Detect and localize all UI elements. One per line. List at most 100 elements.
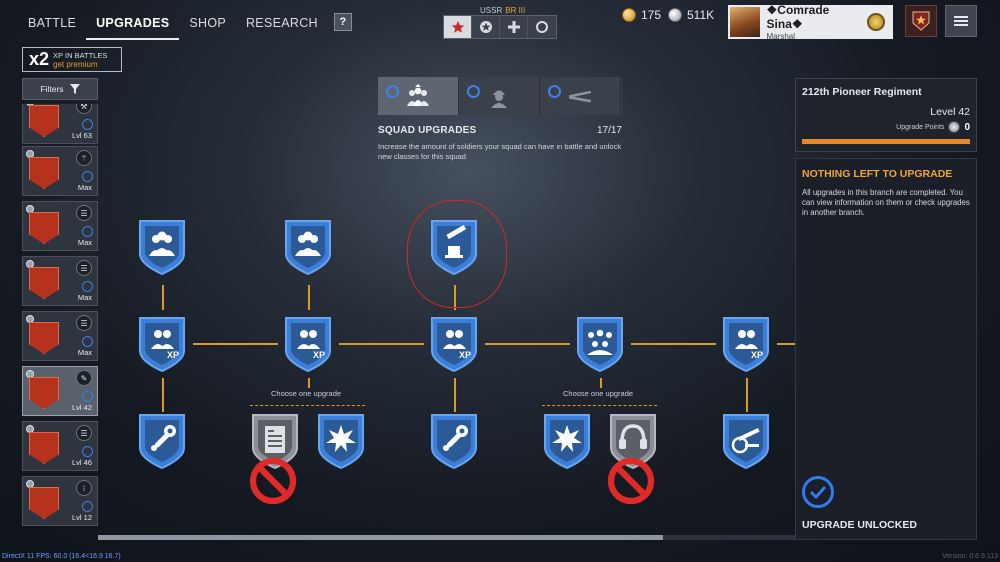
nothing-left-description: All upgrades in this branch are complete… [802, 188, 970, 217]
nothing-left-title: NOTHING LEFT TO UPGRADE [802, 168, 953, 180]
choose-one-label: Choose one upgrade [271, 389, 342, 398]
squad-badge-icon [29, 105, 59, 137]
squad-card[interactable]: ☰ Max [22, 256, 98, 306]
squad-level: Max [77, 348, 92, 357]
silver-currency[interactable]: 511K [668, 8, 714, 22]
squad-type-icon [26, 425, 34, 433]
check-circle-icon [82, 446, 93, 457]
squad-badge-icon [29, 212, 59, 244]
squad-level: Max [77, 238, 92, 247]
premium-line: XP IN BATTLES [53, 50, 108, 60]
star-circle-icon [479, 21, 492, 33]
ring-icon [536, 21, 548, 33]
get-premium-link[interactable]: get premium [53, 59, 98, 69]
profile-card[interactable]: ❖Comrade Sina❖ Marshal [728, 3, 893, 41]
branch-count: 17/17 [596, 125, 622, 136]
svg-text:XP: XP [167, 350, 179, 360]
squad-size-upgrade-icon[interactable] [283, 218, 333, 276]
svg-text:XP: XP [459, 350, 471, 360]
nav-shop[interactable]: SHOP [189, 16, 226, 30]
help-button[interactable]: ? [333, 13, 352, 31]
nav-research[interactable]: RESEARCH [245, 16, 318, 30]
nav-upgrades[interactable]: UPGRADES [86, 10, 180, 40]
squad-card[interactable]: ⚚Max [22, 146, 98, 196]
upgrade-tree: Choose one upgrade Choose one upgrade XP… [98, 190, 795, 540]
check-circle-icon [82, 501, 93, 512]
tab-infantry[interactable] [444, 16, 472, 38]
squad-badge-icon [29, 487, 59, 519]
red-star-icon [451, 21, 464, 33]
squad-class-icon: ⁝ [76, 480, 92, 496]
check-circle-icon [82, 171, 93, 182]
squad-type-icon [26, 480, 34, 488]
upgrade-points: Upgrade Points 0 [850, 121, 970, 133]
branch-tab-equipment[interactable] [540, 77, 621, 115]
squad-card[interactable]: ☰Max [22, 311, 98, 361]
squad-xp-upgrade-icon[interactable]: XP [137, 315, 187, 373]
squad-card[interactable]: ✎Lvl 42 [22, 366, 98, 416]
squad-crowd-upgrade-icon[interactable] [575, 315, 625, 373]
squad-type-icon [26, 370, 34, 378]
explosive-upgrade-icon[interactable] [316, 412, 366, 470]
engineer-class-upgrade-icon[interactable] [137, 412, 187, 470]
squad-level: Max [77, 293, 92, 302]
squad-type-icon [26, 315, 34, 323]
menu-button[interactable] [945, 5, 977, 37]
branch-tab-squad[interactable] [378, 77, 459, 115]
branch-description: Increase the amount of soldiers your squ… [378, 142, 622, 161]
squad-level: Max [77, 183, 92, 192]
level-progress-fill [802, 139, 970, 144]
tab-tanks[interactable] [472, 16, 500, 38]
rank-medal-icon [867, 13, 885, 31]
squad-card[interactable]: ⚒Lvl 63 [22, 104, 98, 144]
cross-icon [507, 21, 520, 33]
regiment-name: 212th Pioneer Regiment [802, 86, 922, 98]
explosive-upgrade-icon[interactable] [542, 412, 592, 470]
silver-amount: 511K [687, 8, 715, 22]
engineer-class-upgrade-icon[interactable] [429, 412, 479, 470]
emblem-button[interactable] [905, 5, 937, 37]
battle-rating: BR III [505, 6, 526, 15]
squad-class-icon: ⚒ [76, 104, 92, 114]
avatar [730, 7, 760, 37]
mortar-class-upgrade-icon[interactable] [429, 218, 479, 276]
radio-headset-upgrade-icon[interactable] [606, 412, 658, 505]
squad-badge-icon [29, 157, 59, 189]
not-selected-icon [606, 452, 655, 505]
branch-tab-soldier[interactable] [459, 77, 540, 115]
upgrade-unlocked-label: UPGRADE UNLOCKED [802, 519, 917, 531]
squad-class-icon: ✎ [76, 370, 92, 386]
gold-currency[interactable]: 175 [622, 8, 661, 22]
class-tabs [443, 15, 557, 39]
profile-name: ❖Comrade Sina❖ [766, 3, 830, 31]
squad-class-icon: ☰ [76, 425, 92, 441]
nation-name: USSR [480, 6, 503, 15]
squad-xp-upgrade-icon[interactable]: XP [283, 315, 333, 373]
filters-button[interactable]: Filters [22, 78, 98, 100]
squad-card[interactable]: ⁝Lvl 12 [22, 476, 98, 526]
tree-scrollbar-thumb[interactable] [98, 535, 663, 540]
artillery-upgrade-icon[interactable] [721, 412, 771, 470]
squad-xp-upgrade-icon[interactable]: XP [429, 315, 479, 373]
tab-other[interactable] [528, 16, 556, 38]
highlight-annotation [407, 200, 507, 308]
squad-class-icon: ☰ [76, 260, 92, 276]
squad-type-icon [26, 150, 34, 158]
upgrade-point-icon [948, 121, 961, 133]
squad-card[interactable]: ☰Max [22, 201, 98, 251]
radio-operator-upgrade-icon[interactable] [248, 412, 300, 505]
not-selected-icon [248, 452, 297, 505]
nav-battle[interactable]: BATTLE [28, 16, 77, 30]
squad-badge-icon [29, 432, 59, 464]
tab-aircraft[interactable] [500, 16, 528, 38]
premium-banner[interactable]: x2 XP IN BATTLES get premium [22, 47, 122, 72]
xp-multiplier: x2 [29, 49, 50, 69]
squad-type-icon [26, 205, 34, 213]
hamburger-icon [954, 16, 968, 26]
filters-label: Filters [40, 84, 64, 94]
squad-xp-upgrade-icon[interactable]: XP [721, 315, 771, 373]
squad-size-upgrade-icon[interactable] [137, 218, 187, 276]
squad-card[interactable]: ☰Lvl 46 [22, 421, 98, 471]
squad-list: ⚒Lvl 63⚚Max☰Max☰Max☰Max✎Lvl 42☰Lvl 46⁝Lv… [22, 104, 98, 534]
choose-one-label: Choose one upgrade [563, 389, 634, 398]
